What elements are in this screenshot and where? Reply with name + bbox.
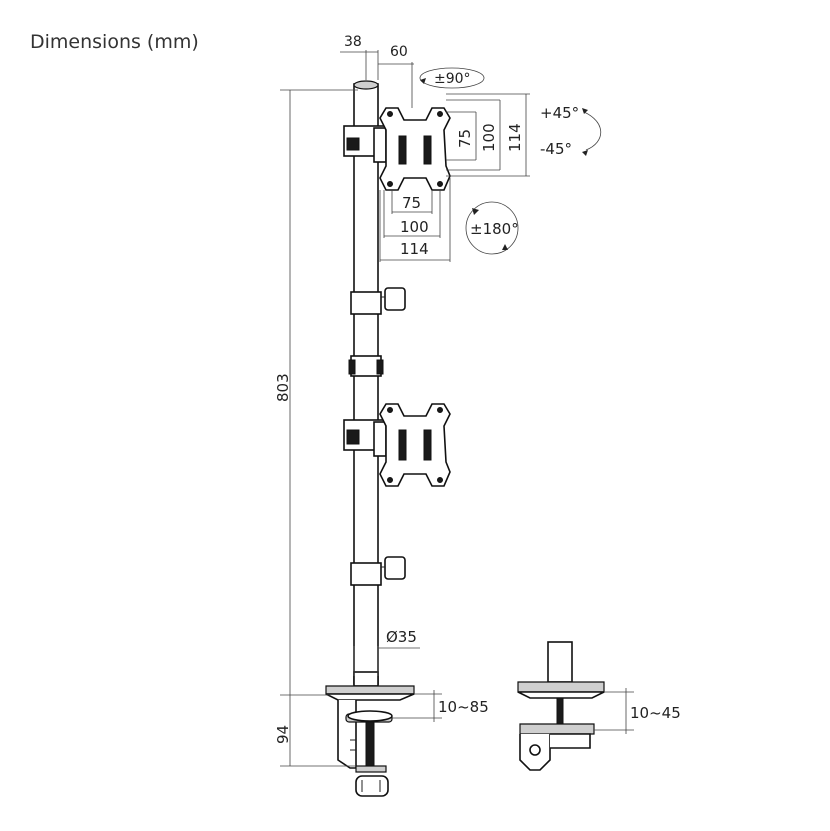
rotation-label: ±180° <box>470 220 519 238</box>
grommet-range-dimension: 10~45 <box>594 688 681 734</box>
vesa-v-100-label: 100 <box>480 123 498 152</box>
pole-height-dimension: 803 <box>274 89 358 696</box>
pole-diameter-label: Ø35 <box>386 628 417 646</box>
vesa-h-75-label: 75 <box>402 194 421 212</box>
pole-collar-lower <box>350 556 406 586</box>
top-mount-arm <box>343 125 387 163</box>
bottom-mount-arm <box>343 419 387 457</box>
swivel-label: ±90° <box>434 71 471 87</box>
tilt-up-label: +45° <box>540 104 579 122</box>
tilt-down-label: -45° <box>540 140 572 158</box>
vesa-v-75-label: 75 <box>456 129 474 148</box>
offset-38-label: 38 <box>344 34 362 50</box>
tilt-indicator: +45° -45° <box>540 104 602 158</box>
vesa-h-100-label: 100 <box>400 218 429 236</box>
rotation-indicator: ±180° <box>465 201 519 255</box>
vesa-v-114-label: 114 <box>506 123 524 152</box>
clamp-range-dimension: 10~85 <box>392 690 489 722</box>
offset-60-label: 60 <box>390 44 408 60</box>
bottom-vesa-plate <box>379 403 451 487</box>
vesa-horizontal-dimension: 75 100 114 <box>379 178 451 262</box>
drawing-title: Dimensions (mm) <box>30 31 199 53</box>
pole-diameter-dimension: Ø35 <box>353 628 420 676</box>
clamp-height-dimension: 94 <box>274 695 356 767</box>
vesa-h-114-label: 114 <box>400 240 429 258</box>
vesa-vertical-dimension: 75 100 114 <box>446 93 530 177</box>
pole-height-label: 803 <box>274 373 292 402</box>
desk-clamp <box>325 671 415 797</box>
pole <box>353 80 379 685</box>
grommet-mount <box>517 641 605 771</box>
top-vesa-plate <box>379 107 451 191</box>
pole-collar-middle <box>348 355 384 377</box>
pole-collar-upper <box>350 287 406 315</box>
clamp-height-label: 94 <box>274 725 292 744</box>
swivel-indicator: ±90° <box>419 67 485 89</box>
offset-dimension: 38 60 <box>340 34 414 108</box>
grommet-range-label: 10~45 <box>630 704 681 722</box>
clamp-range-label: 10~85 <box>438 698 489 716</box>
